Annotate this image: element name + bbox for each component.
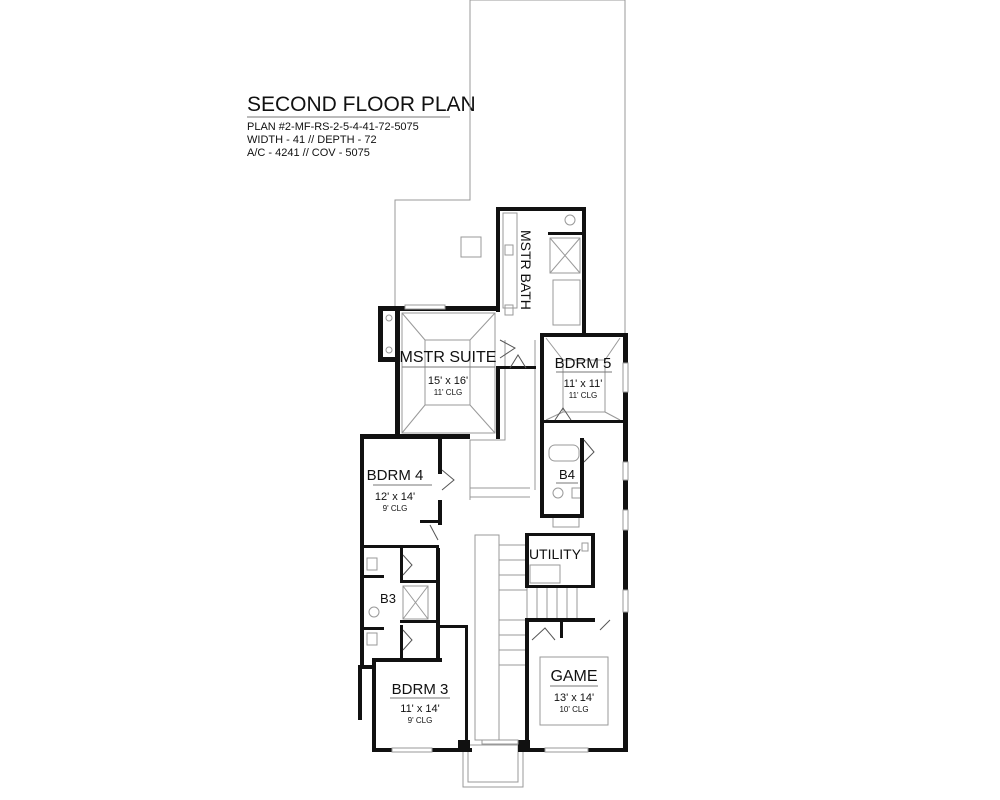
plan-area: A/C - 4241 // COV - 5075 — [247, 147, 370, 159]
room-bdrm5: BDRM 5 11' x 11' 11' CLG — [555, 355, 612, 400]
room-mstr-bath: MSTR BATH — [518, 230, 534, 310]
plan-dimensions: WIDTH - 41 // DEPTH - 72 — [247, 134, 377, 146]
room-bdrm4: BDRM 4 12' x 14' 9' CLG — [367, 467, 432, 513]
room-name: BDRM 4 — [367, 467, 424, 484]
room-name: BDRM 5 — [555, 355, 612, 372]
room-name: BDRM 3 — [392, 681, 449, 698]
stairs — [498, 544, 578, 666]
room-name: MSTR SUITE — [400, 349, 497, 366]
room-b4: B4 — [556, 467, 578, 484]
title-block: SECOND FLOOR PLAN PLAN #2-MF-RS-2-5-4-41… — [247, 93, 476, 159]
room-name: MSTR BATH — [518, 230, 534, 310]
room-size: 11' x 14' — [400, 703, 439, 715]
windows — [391, 304, 629, 753]
room-ceiling: 9' CLG — [408, 716, 433, 725]
interior-lines — [366, 212, 621, 788]
room-size: 13' x 14' — [554, 692, 594, 704]
room-name: GAME — [550, 668, 597, 685]
plan-number: PLAN #2-MF-RS-2-5-4-41-72-5075 — [247, 121, 419, 133]
room-ceiling: 10' CLG — [559, 705, 588, 714]
room-name: B4 — [559, 467, 575, 482]
room-size: 11' x 11' — [564, 378, 603, 390]
doors — [402, 339, 611, 651]
room-name: UTILITY — [529, 546, 582, 562]
room-bdrm3: BDRM 3 11' x 14' 9' CLG — [390, 681, 450, 725]
room-b3: B3 — [380, 591, 396, 606]
room-ceiling: 11' CLG — [569, 391, 598, 400]
room-name: B3 — [380, 591, 396, 606]
room-size: 12' x 14' — [375, 491, 415, 503]
room-ceiling: 9' CLG — [383, 504, 408, 513]
room-size: 15' x 16' — [428, 375, 468, 387]
roof-outline — [394, 0, 626, 333]
room-game: GAME 13' x 14' 10' CLG — [550, 668, 598, 714]
room-utility: UTILITY — [529, 546, 582, 562]
room-ceiling: 11' CLG — [434, 388, 463, 397]
plan-title: SECOND FLOOR PLAN — [247, 93, 476, 116]
room-mstr-suite: MSTR SUITE 15' x 16' 11' CLG — [400, 349, 497, 397]
